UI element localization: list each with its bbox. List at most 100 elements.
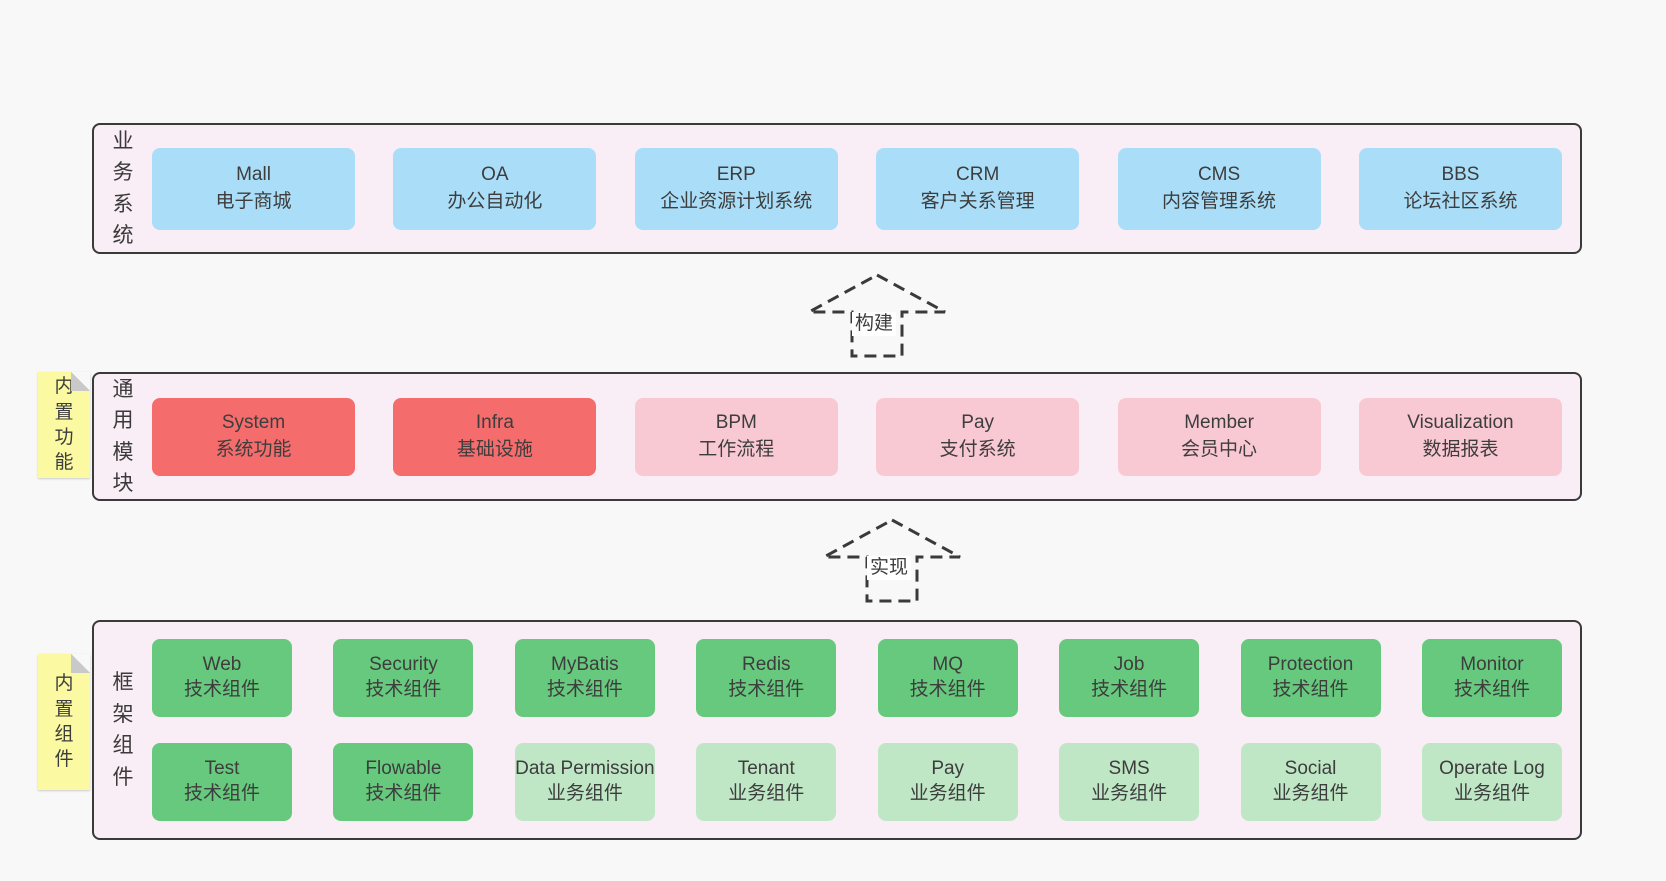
- box-subtitle: 电子商城: [215, 190, 292, 212]
- box-operate-log: Operate Log 业务组件: [1421, 743, 1562, 821]
- implement-arrow: [821, 517, 963, 604]
- box-title: Pay: [931, 758, 965, 780]
- box-subtitle: 办公自动化: [447, 190, 543, 212]
- box-data-permission: Data Permission 业务组件: [514, 743, 655, 821]
- box-title: OA: [481, 163, 509, 185]
- box-title: SMS: [1108, 758, 1150, 780]
- box-monitor: Monitor 技术组件: [1421, 639, 1562, 717]
- layer-common-modules: 通用模块 System 系统功能 Infra 基础设施 BPM 工作流程 Pay…: [92, 372, 1582, 501]
- box-subtitle: 业务组件: [1272, 783, 1349, 804]
- box-title: System: [221, 411, 286, 433]
- box-title: Protection: [1267, 654, 1354, 676]
- box-subtitle: 支付系统: [939, 438, 1016, 460]
- box-infra: Infra 基础设施: [393, 397, 597, 476]
- build-arrow: [806, 272, 948, 359]
- arrow-up-icon: [823, 518, 961, 603]
- implement-arrow-label: 实现: [867, 556, 912, 580]
- box-flowable: Flowable 技术组件: [333, 743, 474, 821]
- box-subtitle: 技术组件: [728, 679, 805, 700]
- box-subtitle: 技术组件: [183, 783, 260, 804]
- box-bpm: BPM 工作流程: [634, 397, 838, 476]
- box-title: MyBatis: [551, 654, 619, 676]
- folded-corner-icon: [71, 372, 90, 391]
- box-subtitle: 技术组件: [365, 783, 442, 804]
- note-text: 内置功能: [54, 376, 74, 474]
- box-subtitle: 工作流程: [698, 438, 775, 460]
- box-subtitle: 数据报表: [1422, 438, 1499, 460]
- box-erp: ERP 企业资源计划系统: [634, 147, 838, 230]
- box-title: Social: [1284, 758, 1337, 780]
- box-title: Web: [202, 654, 242, 676]
- box-subtitle: 技术组件: [183, 679, 260, 700]
- box-subtitle: 业务组件: [728, 783, 805, 804]
- box-cms: CMS 内容管理系统: [1117, 147, 1321, 230]
- box-pay-component: Pay 业务组件: [877, 743, 1018, 821]
- box-subtitle: 内容管理系统: [1162, 190, 1277, 212]
- box-title: Redis: [741, 654, 791, 676]
- box-title: Job: [1113, 654, 1145, 676]
- layer-framework-components: 框架组件 Web 技术组件 Security 技术组件 MyBatis 技术组件…: [92, 620, 1582, 840]
- box-title: Visualization: [1407, 411, 1514, 433]
- folded-corner-icon: [71, 654, 90, 673]
- box-tenant: Tenant 业务组件: [696, 743, 837, 821]
- box-title: Tenant: [737, 758, 795, 780]
- box-title: ERP: [716, 163, 756, 185]
- box-title: Pay: [961, 411, 995, 433]
- box-subtitle: 会员中心: [1181, 438, 1258, 460]
- layer-label-text: 通用模块: [112, 377, 134, 496]
- layer-business-systems: 业务系统 Mall 电子商城 OA 办公自动化 ERP 企业资源计划系统 CRM…: [92, 123, 1582, 254]
- box-oa: OA 办公自动化: [393, 147, 597, 230]
- box-subtitle: 技术组件: [546, 679, 623, 700]
- arrow-up-icon: [808, 273, 946, 358]
- box-subtitle: 技术组件: [1272, 679, 1349, 700]
- box-title: CMS: [1197, 163, 1241, 185]
- box-test: Test 技术组件: [152, 743, 292, 821]
- box-title: Member: [1184, 411, 1254, 433]
- box-title: Test: [204, 758, 240, 780]
- box-title: Security: [369, 654, 438, 676]
- box-subtitle: 技术组件: [909, 679, 986, 700]
- box-mq: MQ 技术组件: [877, 639, 1018, 717]
- box-subtitle: 基础设施: [456, 438, 533, 460]
- box-title: MQ: [932, 654, 963, 676]
- framework-row-1: Web 技术组件 Security 技术组件 MyBatis 技术组件 Redi…: [152, 639, 1562, 717]
- box-title: Flowable: [365, 758, 442, 780]
- layer-label-framework: 框架组件: [94, 622, 152, 838]
- box-visualization: Visualization 数据报表: [1358, 397, 1562, 476]
- box-social: Social 业务组件: [1240, 743, 1381, 821]
- box-subtitle: 业务组件: [1091, 783, 1168, 804]
- box-title: BPM: [715, 411, 757, 433]
- layer-label-business: 业务系统: [94, 125, 152, 252]
- box-subtitle: 论坛社区系统: [1403, 190, 1518, 212]
- build-arrow-label: 构建: [852, 312, 897, 336]
- box-title: Operate Log: [1439, 758, 1545, 780]
- layer-label-text: 框架组件: [112, 671, 134, 789]
- box-title: Mall: [236, 163, 271, 185]
- note-text: 内置组件: [54, 673, 74, 771]
- box-mall: Mall 电子商城: [152, 147, 355, 230]
- sticky-note-built-in-components: 内置组件: [38, 654, 90, 790]
- box-title: Infra: [475, 411, 514, 433]
- box-title: CRM: [956, 163, 1000, 185]
- box-bbs: BBS 论坛社区系统: [1358, 147, 1562, 230]
- box-subtitle: 系统功能: [215, 438, 292, 460]
- box-mybatis: MyBatis 技术组件: [514, 639, 655, 717]
- box-subtitle: 客户关系管理: [920, 190, 1035, 212]
- box-subtitle: 业务组件: [909, 783, 986, 804]
- module-boxes: System 系统功能 Infra 基础设施 BPM 工作流程 Pay 支付系统…: [152, 374, 1580, 499]
- box-title: BBS: [1441, 163, 1480, 185]
- box-subtitle: 业务组件: [1453, 783, 1530, 804]
- box-member: Member 会员中心: [1117, 397, 1321, 476]
- box-security: Security 技术组件: [333, 639, 474, 717]
- box-pay: Pay 支付系统: [876, 397, 1080, 476]
- framework-rows: Web 技术组件 Security 技术组件 MyBatis 技术组件 Redi…: [152, 622, 1580, 838]
- box-subtitle: 技术组件: [365, 679, 442, 700]
- box-title: Data Permission: [515, 758, 655, 780]
- box-system: System 系统功能: [152, 397, 355, 476]
- box-protection: Protection 技术组件: [1240, 639, 1381, 717]
- box-redis: Redis 技术组件: [696, 639, 837, 717]
- box-web: Web 技术组件: [152, 639, 292, 717]
- box-sms: SMS 业务组件: [1059, 743, 1200, 821]
- layer-label-text: 业务系统: [112, 129, 134, 248]
